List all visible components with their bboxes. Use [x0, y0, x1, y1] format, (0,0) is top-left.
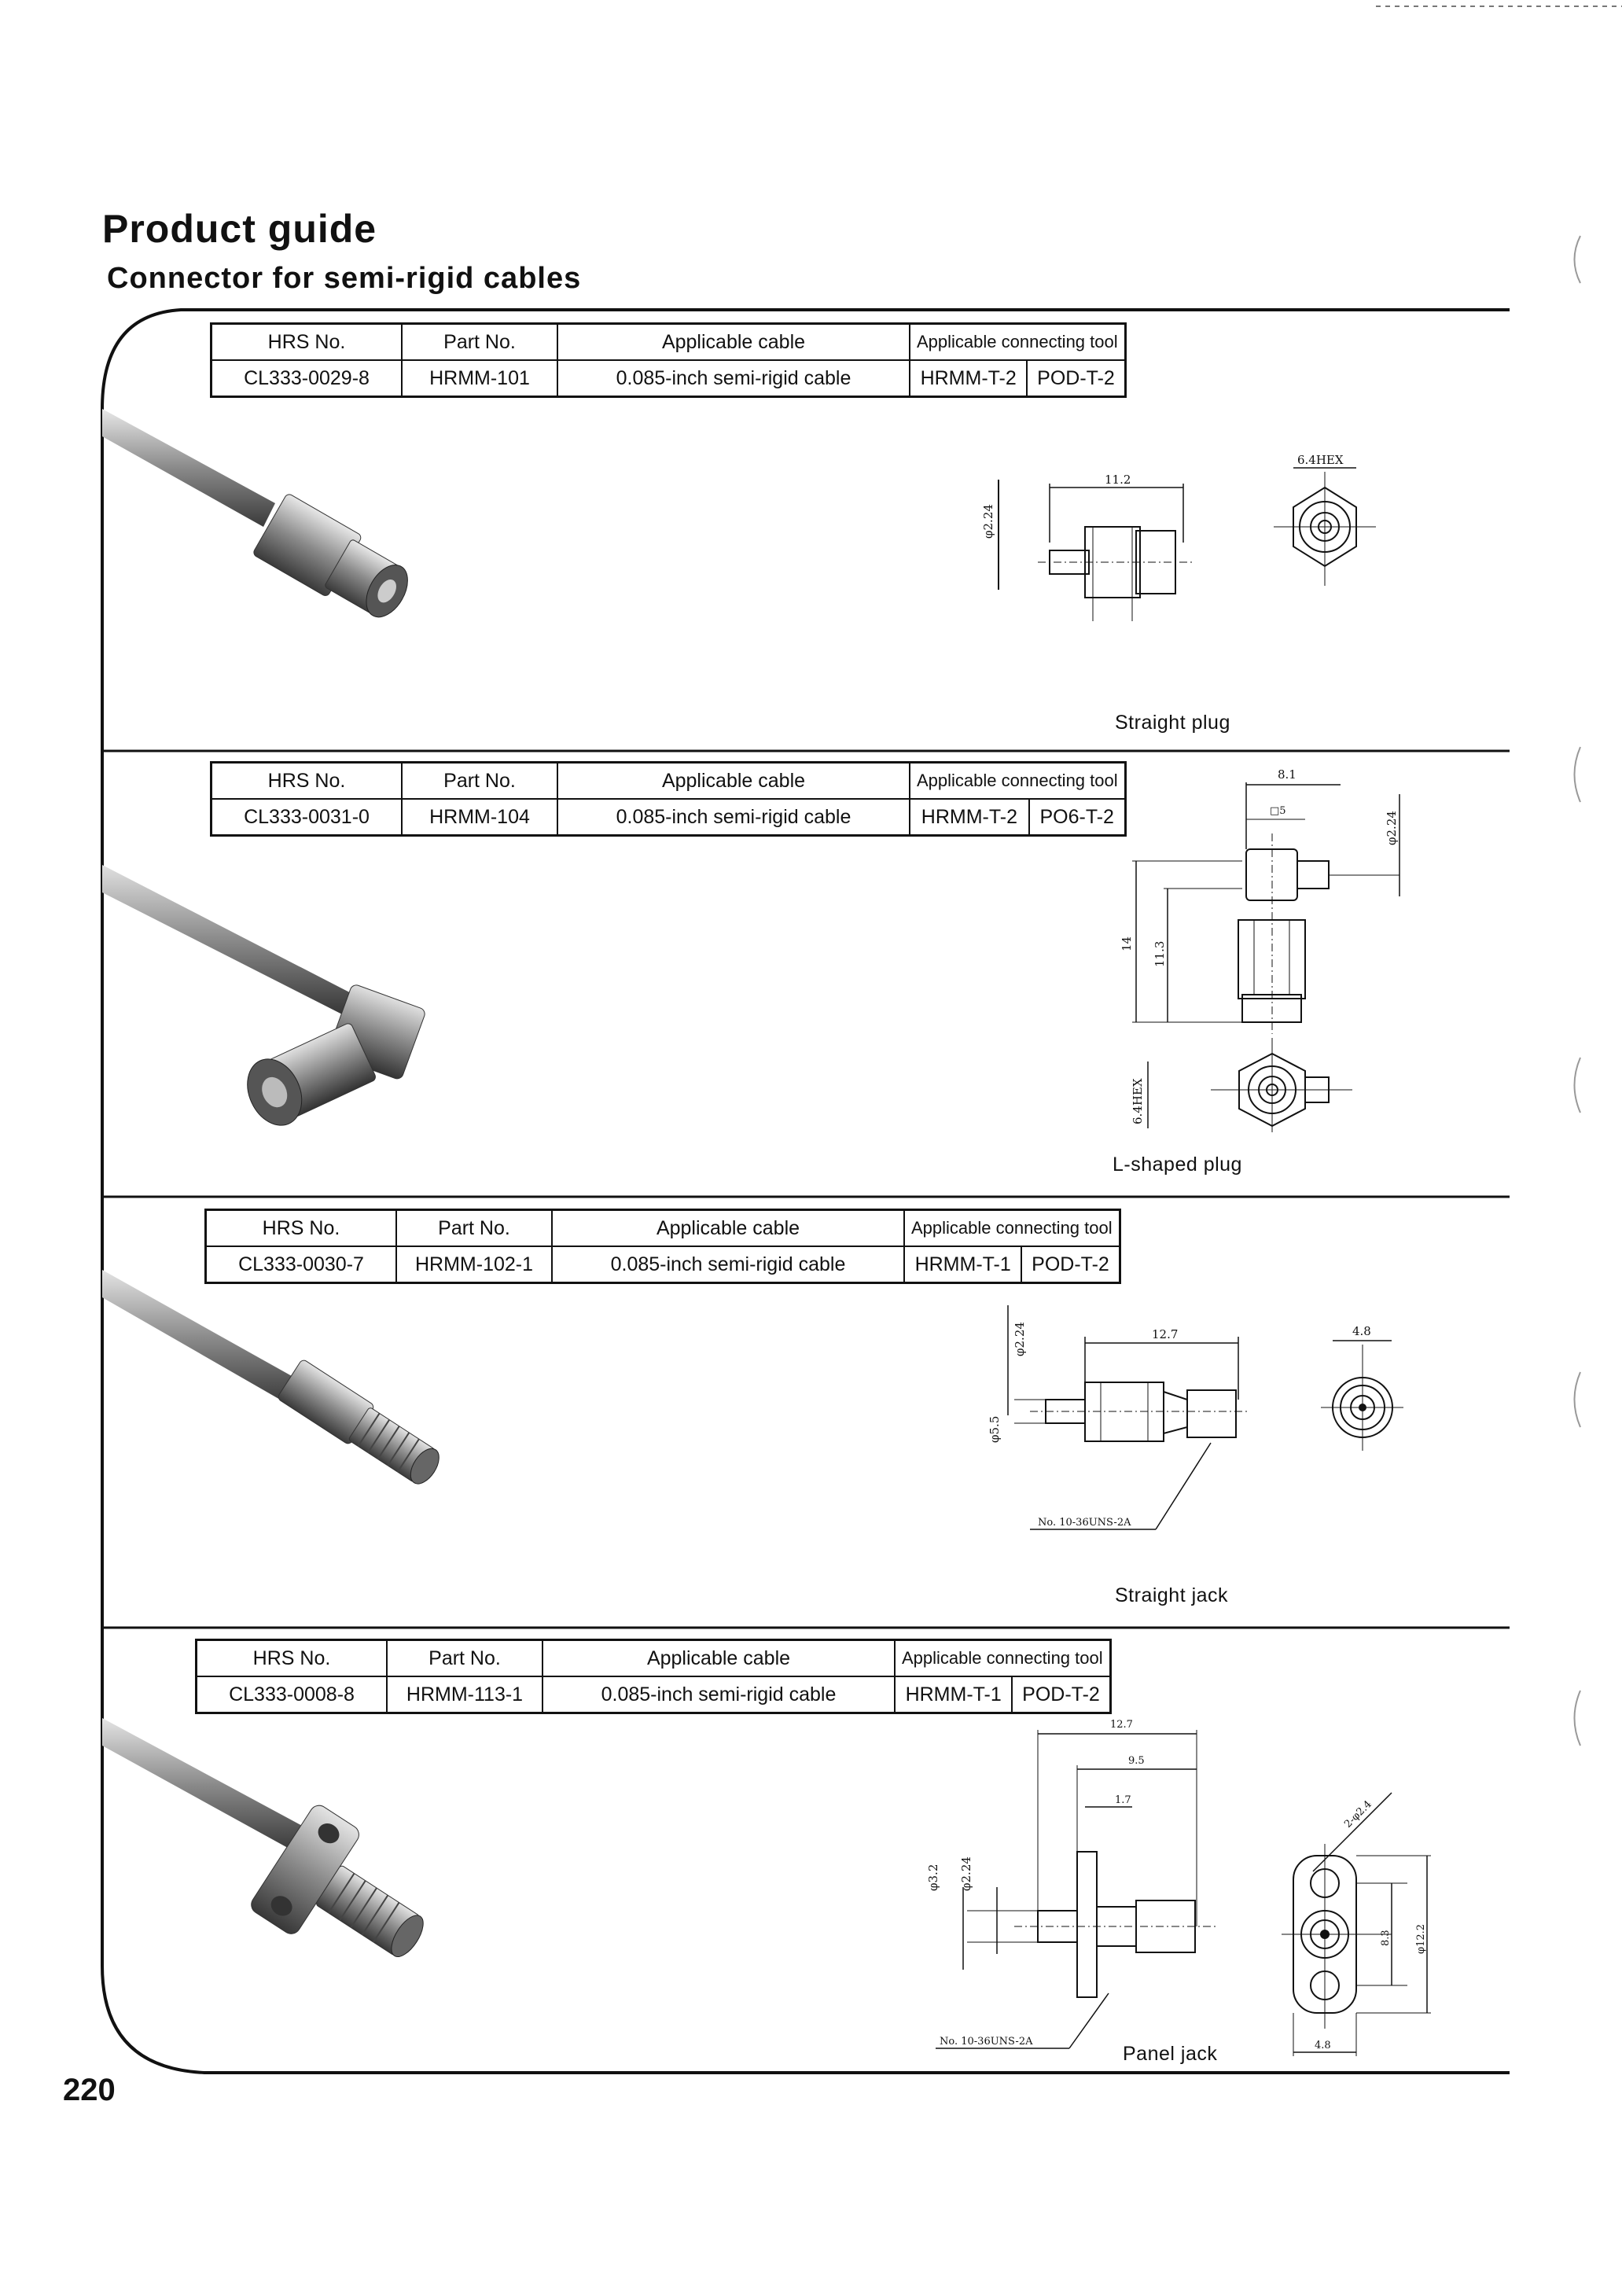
- straight-plug-caption: Straight plug: [1115, 712, 1230, 734]
- diameter-dimension: φ2.24: [1385, 811, 1399, 845]
- spec-table-straight-plug: HRS No. Part No. Applicable cable Applic…: [210, 322, 1127, 398]
- mid-length-dimension: 9.5: [1128, 1755, 1145, 1767]
- straight-jack-drawing: φ2.24 φ5.5 12.7 No. 10-36UNS-2A 4.8: [988, 1305, 1403, 1530]
- header-part-no: Part No.: [395, 1209, 553, 1247]
- header-tool: Applicable connecting tool: [903, 1209, 1121, 1247]
- header-tool: Applicable connecting tool: [893, 1639, 1112, 1677]
- table-row: CL333-0031-0 HRMM-104 0.085-inch semi-ri…: [210, 798, 1127, 837]
- cable-cell: 0.085-inch semi-rigid cable: [557, 798, 910, 837]
- straight-jack-photo: [102, 1270, 440, 1485]
- header-cable: Applicable cable: [551, 1209, 905, 1247]
- part-no-cell: HRMM-102-1: [395, 1246, 553, 1284]
- header-cable: Applicable cable: [557, 761, 910, 800]
- hrs-no-cell: CL333-0029-8: [210, 359, 403, 398]
- header-cable: Applicable cable: [557, 322, 910, 361]
- panel-jack-drawing: 12.7 9.5 1.7 φ3.2 φ2.24 No. 10-36UNS-2A …: [926, 1719, 1431, 2056]
- tool-cell-1: HRMM-T-2: [909, 798, 1030, 837]
- spec-table-l-shaped-plug: HRS No. Part No. Applicable cable Applic…: [210, 761, 1127, 837]
- flange-width-dimension: 4.8: [1315, 2040, 1331, 2051]
- part-no-cell: HRMM-101: [401, 359, 558, 398]
- page-subtitle: Connector for semi-rigid cables: [107, 262, 582, 295]
- straight-plug-drawing: 11.2 φ2.24 6.4HEX: [981, 453, 1376, 621]
- cable-cell: 0.085-inch semi-rigid cable: [551, 1246, 905, 1284]
- diameter-dimension: φ2.24: [981, 504, 995, 539]
- tool-cell-2: POD-T-2: [1026, 359, 1127, 398]
- square-dimension: □5: [1270, 805, 1286, 817]
- table-header-row: HRS No. Part No. Applicable cable Applic…: [195, 1639, 1112, 1677]
- straight-jack-caption: Straight jack: [1115, 1584, 1229, 1606]
- header-hrs-no: HRS No.: [195, 1639, 388, 1677]
- width-dimension: 8.1: [1278, 767, 1296, 782]
- page-title: Product guide: [102, 207, 377, 251]
- table-header-row: HRS No. Part No. Applicable cable Applic…: [204, 1209, 1121, 1247]
- length-dimension: 11.2: [1105, 473, 1131, 487]
- length-dimension: 12.7: [1110, 1719, 1133, 1731]
- header-tool: Applicable connecting tool: [908, 322, 1127, 361]
- part-no-cell: HRMM-113-1: [386, 1676, 543, 1714]
- header-hrs-no: HRS No.: [210, 761, 403, 800]
- thread-label: No. 10-36UNS-2A: [1038, 1517, 1131, 1529]
- diameter-dimension: φ2.24: [1013, 1322, 1027, 1356]
- body-diameter-dimension: φ3.2: [926, 1864, 940, 1891]
- diameter-dimension: φ2.24: [959, 1856, 973, 1891]
- tool-cell-2: POD-T-2: [1011, 1676, 1112, 1714]
- part-no-cell: HRMM-104: [401, 798, 558, 837]
- thread-label: No. 10-36UNS-2A: [940, 2036, 1033, 2048]
- page-number: 220: [63, 2073, 116, 2107]
- flange-height-dimension: φ12.2: [1415, 1924, 1427, 1954]
- header-part-no: Part No.: [401, 322, 558, 361]
- hex-dimension: 6.4HEX: [1131, 1078, 1145, 1124]
- face-dimension: 4.8: [1352, 1324, 1371, 1338]
- inner-height-dimension: 11.3: [1153, 941, 1167, 967]
- length-dimension: 12.7: [1152, 1327, 1178, 1341]
- header-tool: Applicable connecting tool: [908, 761, 1127, 800]
- hrs-no-cell: CL333-0031-0: [210, 798, 403, 837]
- hex-dimension: 6.4HEX: [1297, 453, 1344, 467]
- header-part-no: Part No.: [386, 1639, 543, 1677]
- body-diameter-dimension: φ5.5: [988, 1416, 1002, 1443]
- tool-cell-1: HRMM-T-2: [908, 359, 1028, 398]
- l-shaped-plug-drawing: 8.1 □5 φ2.24 14 11.3 6.4HEX: [1120, 767, 1400, 1132]
- cable-cell: 0.085-inch semi-rigid cable: [542, 1676, 896, 1714]
- tool-cell-2: PO6-T-2: [1028, 798, 1127, 837]
- table-header-row: HRS No. Part No. Applicable cable Applic…: [210, 322, 1127, 361]
- panel-jack-caption: Panel jack: [1123, 2043, 1218, 2065]
- hrs-no-cell: CL333-0008-8: [195, 1676, 388, 1714]
- header-hrs-no: HRS No.: [210, 322, 403, 361]
- flange-dimension: 1.7: [1115, 1794, 1131, 1806]
- header-part-no: Part No.: [401, 761, 558, 800]
- spec-table-straight-jack: HRS No. Part No. Applicable cable Applic…: [204, 1209, 1121, 1284]
- tool-cell-2: POD-T-2: [1021, 1246, 1121, 1284]
- panel-jack-photo: [102, 1718, 424, 1957]
- tool-cell-1: HRMM-T-1: [903, 1246, 1023, 1284]
- table-row: CL333-0029-8 HRMM-101 0.085-inch semi-ri…: [210, 359, 1127, 398]
- header-cable: Applicable cable: [542, 1639, 896, 1677]
- straight-plug-photo: [102, 409, 408, 618]
- l-shaped-plug-caption: L-shaped plug: [1113, 1154, 1242, 1176]
- hole-pitch-dimension: 8.3: [1380, 1930, 1392, 1946]
- header-hrs-no: HRS No.: [204, 1209, 397, 1247]
- spec-table-panel-jack: HRS No. Part No. Applicable cable Applic…: [195, 1639, 1112, 1714]
- l-shaped-plug-photo: [102, 865, 425, 1126]
- hrs-no-cell: CL333-0030-7: [204, 1246, 397, 1284]
- tool-cell-1: HRMM-T-1: [893, 1676, 1013, 1714]
- height-dimension: 14: [1120, 936, 1134, 951]
- cable-cell: 0.085-inch semi-rigid cable: [557, 359, 910, 398]
- table-row: CL333-0030-7 HRMM-102-1 0.085-inch semi-…: [204, 1246, 1121, 1284]
- table-row: CL333-0008-8 HRMM-113-1 0.085-inch semi-…: [195, 1676, 1112, 1714]
- table-header-row: HRS No. Part No. Applicable cable Applic…: [210, 761, 1127, 800]
